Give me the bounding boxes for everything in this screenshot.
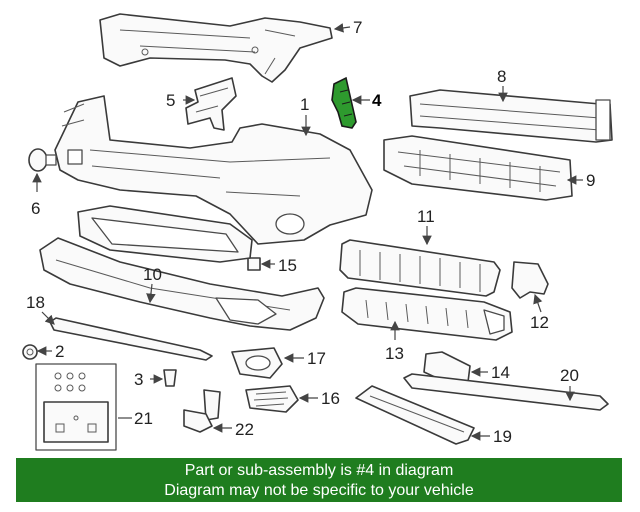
part-9-energy-absorber[interactable]: [383, 135, 573, 201]
part-21-kit-box[interactable]: [35, 363, 117, 451]
part-11-grille-shutter[interactable]: [339, 239, 501, 297]
leader-7: [333, 23, 351, 33]
callout-13[interactable]: 13: [385, 344, 404, 363]
part-13-lower-grille[interactable]: [341, 287, 513, 341]
callout-5[interactable]: 5: [166, 91, 175, 110]
callout-16[interactable]: 16: [321, 389, 340, 408]
lower-grille-frame[interactable]: [77, 205, 253, 263]
callout-14[interactable]: 14: [491, 363, 510, 382]
callout-3[interactable]: 3: [134, 370, 143, 389]
callout-10[interactable]: 10: [143, 265, 162, 284]
callout-2[interactable]: 2: [55, 342, 64, 361]
callout-19[interactable]: 19: [493, 427, 512, 446]
banner-line-disclaimer: Diagram may not be specific to your vehi…: [164, 482, 474, 499]
info-banner: Part or sub-assembly is #4 in diagram Di…: [16, 458, 622, 502]
part-4-bracket-highlighted[interactable]: [331, 76, 357, 129]
callout-17[interactable]: 17: [307, 349, 326, 368]
callout-6[interactable]: 6: [31, 199, 40, 218]
part-10-lower-fascia[interactable]: [39, 237, 325, 331]
part-5-bracket[interactable]: [185, 77, 237, 131]
part-22-sensor[interactable]: [183, 389, 221, 433]
part-20-long-trim[interactable]: [403, 373, 609, 411]
part-12-bracket[interactable]: [511, 261, 549, 299]
callout-12[interactable]: 12: [530, 313, 549, 332]
parts-diagram: 7 5 4 8 1 6 9: [22, 13, 613, 451]
callout-15[interactable]: 15: [278, 256, 297, 275]
leader-10: [146, 283, 156, 304]
callout-9[interactable]: 9: [586, 171, 595, 190]
part-15-clip[interactable]: [247, 257, 261, 271]
callout-8[interactable]: 8: [497, 67, 506, 86]
callout-18[interactable]: 18: [26, 293, 45, 312]
part-6-plug[interactable]: [28, 148, 57, 172]
part-1-bumper-fascia[interactable]: [54, 95, 373, 245]
callout-11[interactable]: 11: [417, 207, 435, 226]
callout-20[interactable]: 20: [560, 366, 579, 385]
leader-12: [533, 293, 543, 313]
part-19-skid-strip[interactable]: [355, 385, 475, 445]
part-2-push-pin[interactable]: [22, 344, 38, 360]
callout-7[interactable]: 7: [353, 18, 362, 37]
callout-1[interactable]: 1: [300, 95, 309, 114]
banner-line-part-number: Part or sub-assembly is #4 in diagram: [184, 462, 454, 479]
part-17-bezel[interactable]: [231, 347, 283, 379]
part-8-reinforcement-beam[interactable]: [409, 89, 613, 143]
part-7-upper-support[interactable]: [99, 13, 333, 83]
callout-22[interactable]: 22: [235, 420, 254, 439]
callout-4[interactable]: 4: [372, 91, 382, 110]
leader-18: [41, 311, 55, 325]
part-3-clip[interactable]: [163, 369, 177, 387]
part-16-lower-bezel[interactable]: [245, 385, 299, 413]
part-18-trim-strip[interactable]: [49, 317, 213, 361]
callout-21[interactable]: 21: [134, 409, 153, 428]
